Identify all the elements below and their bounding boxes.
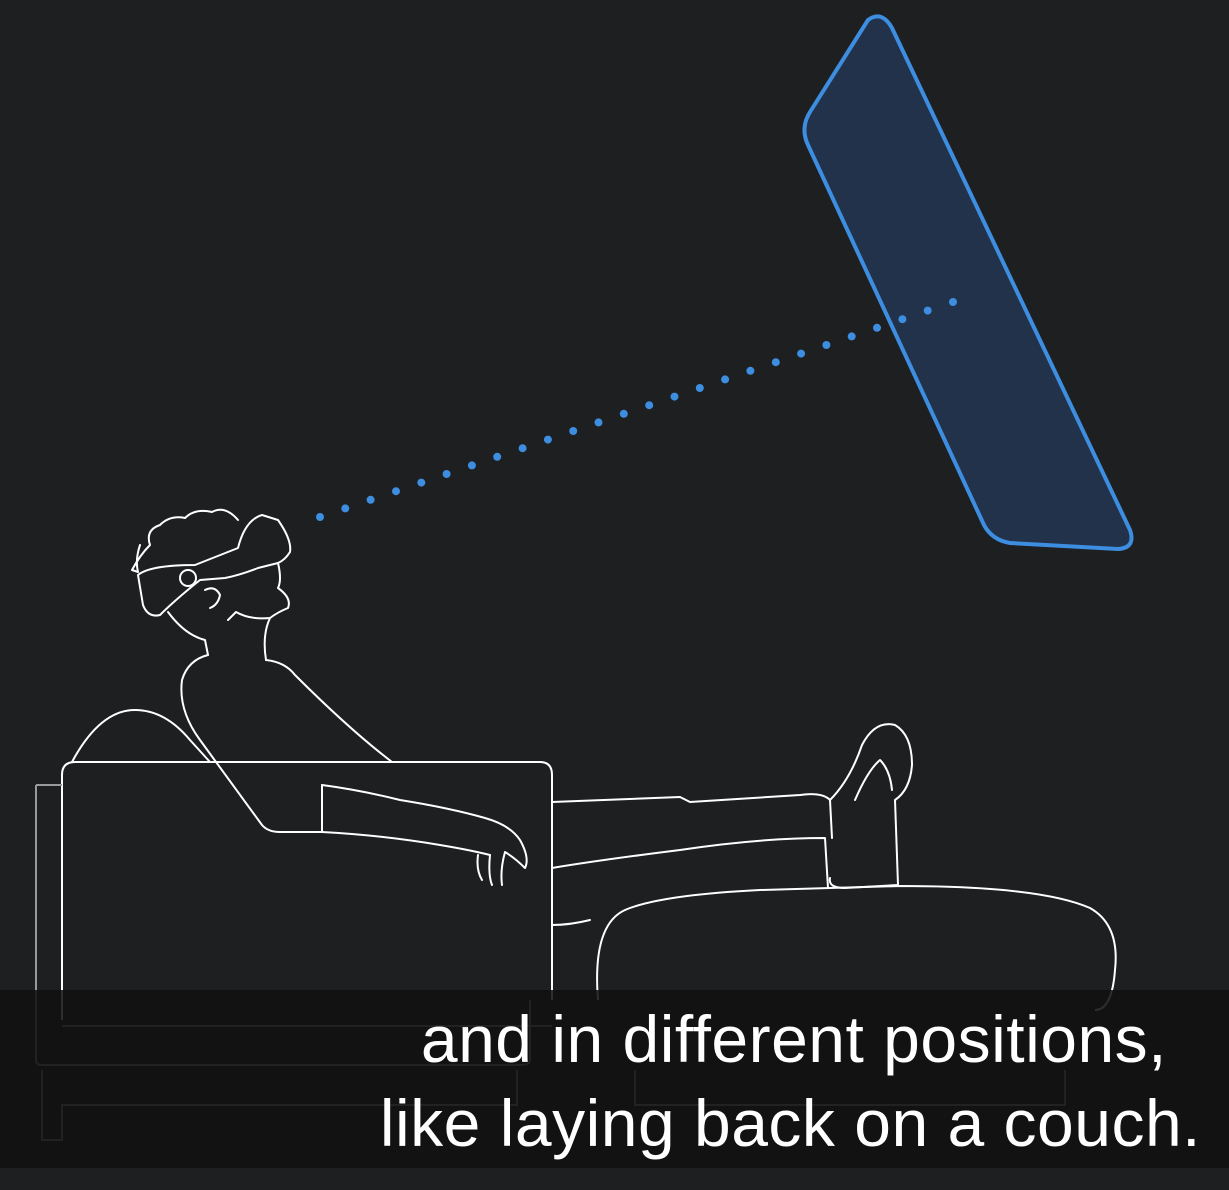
gaze-dot [569, 427, 578, 435]
caption-bar [0, 990, 1229, 1168]
gaze-dot [873, 323, 881, 332]
gaze-dot [442, 470, 451, 478]
gaze-dot [721, 375, 730, 384]
gaze-dot [467, 461, 476, 470]
gaze-dot [645, 401, 654, 410]
gaze-dot [594, 418, 603, 427]
caption-line-1: and in different positions, [420, 1002, 1167, 1076]
floating-window-panel [802, 14, 1134, 551]
gaze-dot [341, 504, 350, 513]
gaze-dot [746, 366, 755, 375]
gaze-dot [316, 513, 324, 521]
gaze-dot [670, 392, 679, 401]
gaze-dot [949, 298, 957, 306]
person-reclining-with-headset [131, 508, 913, 926]
gaze-dot [822, 341, 831, 349]
gaze-dot [417, 478, 426, 487]
bottom-band [0, 1168, 1229, 1190]
gaze-dot [543, 435, 552, 444]
gaze-dot [619, 409, 628, 418]
gaze-dot [392, 487, 400, 496]
gaze-dot [797, 349, 806, 358]
gaze-dot [771, 358, 780, 367]
gaze-dot [923, 306, 932, 315]
gaze-dot [518, 444, 527, 453]
gaze-dot [493, 452, 502, 461]
gaze-dot [847, 332, 856, 341]
gaze-dot [695, 384, 704, 392]
gaze-dot [898, 315, 907, 324]
caption-line-2: like laying back on a couch. [379, 1086, 1201, 1160]
gaze-dot [366, 495, 375, 504]
dotted-gaze-line [316, 298, 957, 521]
